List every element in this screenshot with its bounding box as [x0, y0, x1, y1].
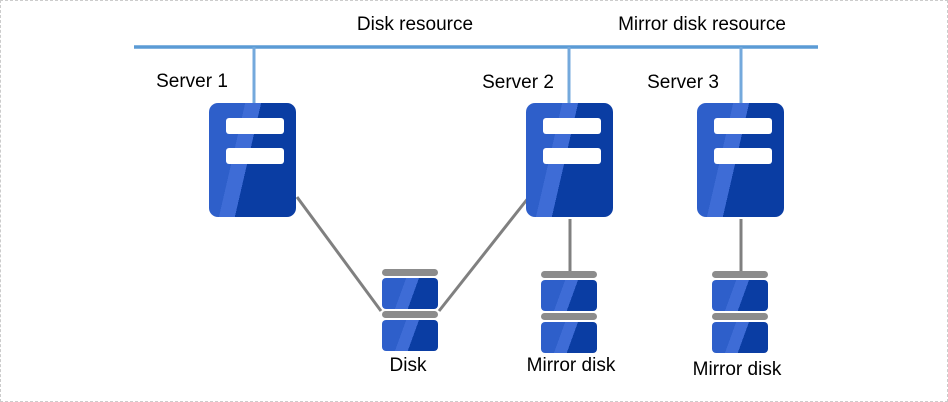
shared-disk-label: Disk [389, 355, 427, 376]
server-2-shared-disk-link-line [437, 196, 531, 312]
server-drive-bay-icon [543, 148, 601, 164]
server-drive-bay-icon [226, 118, 284, 134]
disk-resource-label: Disk resource [356, 14, 474, 35]
server-drive-bay-icon [543, 118, 601, 134]
mirror-disk-2-icon [712, 271, 768, 353]
server-3-icon [697, 103, 784, 217]
disk-unit [382, 278, 438, 309]
mirror-disk-1-icon [541, 271, 597, 353]
server-1-icon [209, 103, 296, 217]
disk-unit [712, 280, 768, 311]
disk-cap-bar [712, 313, 768, 320]
disk-unit [382, 320, 438, 351]
server-drive-bay-icon [714, 148, 772, 164]
disk-unit [541, 280, 597, 311]
disk-unit [541, 322, 597, 353]
disk-cap-bar [382, 311, 438, 318]
mirror-disk-1-label: Mirror disk [526, 355, 616, 376]
server-1-shared-disk-link-line [295, 196, 383, 312]
server-drive-bay-icon [226, 148, 284, 164]
disk-cap-bar [712, 271, 768, 278]
mirror-disk-resource-label: Mirror disk resource [618, 14, 786, 35]
server-2-icon [526, 103, 613, 217]
shared-disk-icon [382, 269, 438, 351]
server-drive-bay-icon [714, 118, 772, 134]
disk-unit [712, 322, 768, 353]
disk-cap-bar [541, 313, 597, 320]
mirror-disk-2-label: Mirror disk [692, 359, 782, 380]
server-2-label: Server 2 [482, 72, 554, 93]
server-1-label: Server 1 [156, 71, 228, 92]
disk-cap-bar [382, 269, 438, 276]
server-3-label: Server 3 [647, 72, 719, 93]
disk-cap-bar [541, 271, 597, 278]
